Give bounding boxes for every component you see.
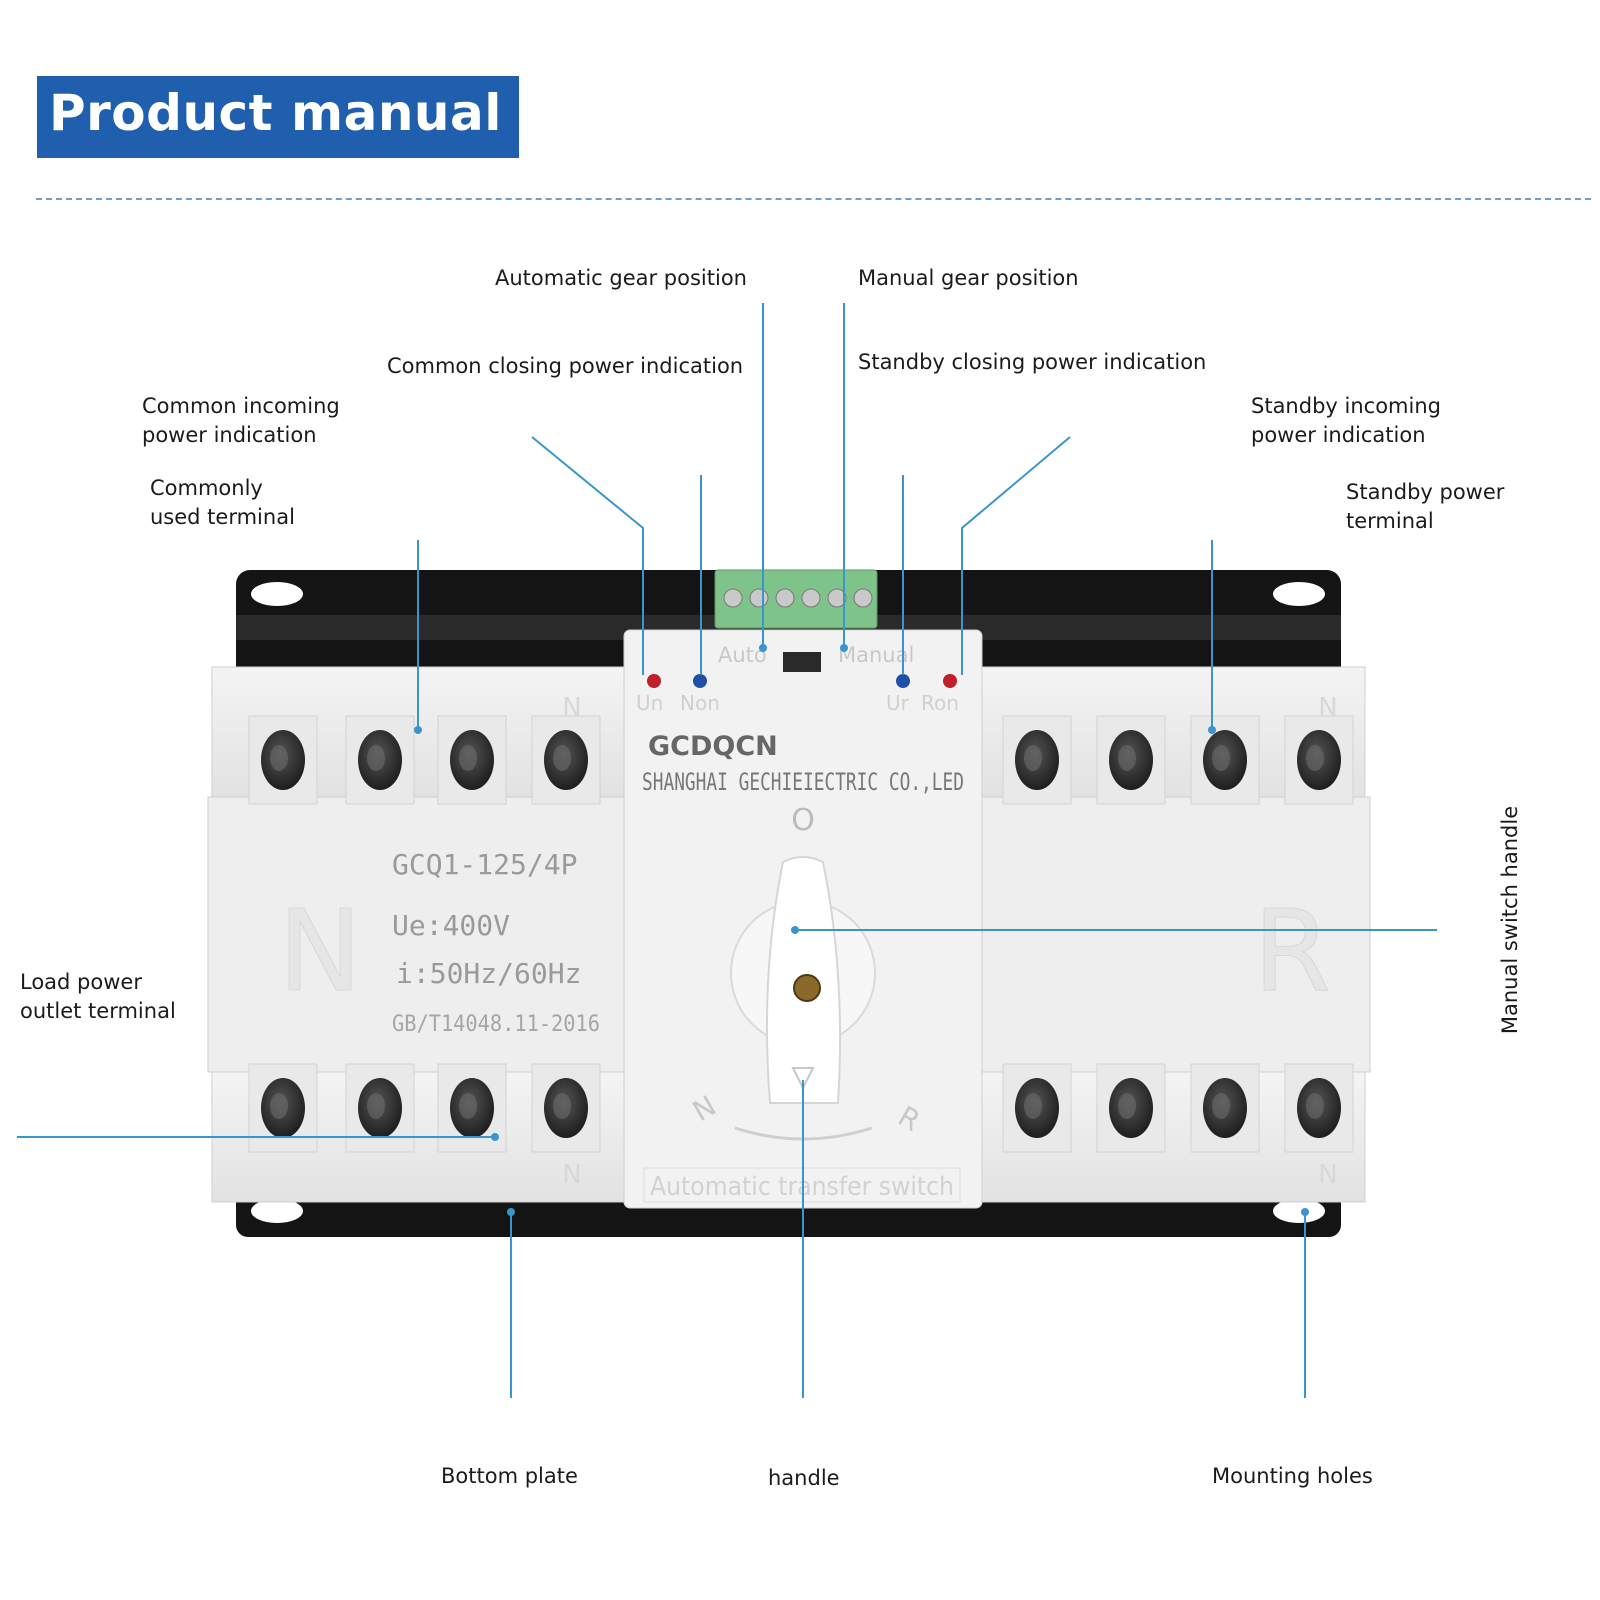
control-terminal-screw-5 (827, 588, 847, 608)
pole-n-bottom-left: N (562, 1160, 581, 1190)
n-bottom-terminal-4 (531, 1063, 601, 1153)
led-ur (896, 674, 910, 688)
n-bottom-terminal-2 (345, 1063, 415, 1153)
callout-leaders (17, 303, 1437, 1398)
mode-manual-text: Manual (838, 643, 914, 667)
r-top-terminal-2 (1096, 715, 1166, 805)
page-title: Product manual (49, 84, 502, 142)
n-bottom-terminal-1 (248, 1063, 318, 1153)
frequency-text: i:50Hz/60Hz (396, 957, 581, 990)
r-top-terminal-1 (1002, 715, 1072, 805)
pole-n-top-left: N (562, 693, 581, 723)
r-bottom-terminal-1 (1002, 1063, 1072, 1153)
r-bottom-terminal-3 (1190, 1063, 1260, 1153)
manual-switch-handle[interactable] (730, 856, 876, 1104)
r-top-terminal-3 (1190, 715, 1260, 805)
label-manual-gear-position: Manual gear position (858, 266, 1079, 290)
label-standby-power-terminal: Standby power terminal (1346, 480, 1505, 533)
control-terminal-screw-2 (749, 588, 769, 608)
pole-n-top-right: N (1318, 693, 1337, 723)
handle-screw (793, 974, 821, 1002)
led-un (647, 674, 661, 688)
label-common-closing-indication: Common closing power indication (387, 354, 744, 378)
brand-text: GCDQCN (648, 731, 778, 762)
label-standby-incoming-indication: Standby incoming power indication (1251, 394, 1441, 447)
callout-dots (414, 644, 1309, 1216)
mode-selector-switch[interactable] (783, 652, 821, 672)
control-terminal-screw-1 (723, 588, 743, 608)
control-terminal-block (714, 569, 878, 629)
mode-auto-text: Auto (718, 643, 767, 667)
ind-non-text: Non (680, 691, 720, 715)
title-banner: Product manual (37, 76, 519, 158)
module-r (979, 666, 1371, 1203)
led-non (693, 674, 707, 688)
label-handle: handle (768, 1466, 840, 1490)
r-bottom-terminal-2 (1096, 1063, 1166, 1153)
arrow-down-icon (791, 1067, 815, 1091)
label-automatic-gear-position: Automatic gear position (495, 266, 747, 290)
n-top-terminal-4 (531, 715, 601, 805)
label-load-power-outlet: Load power outlet terminal (20, 970, 176, 1023)
label-mounting-holes: Mounting holes (1212, 1464, 1373, 1488)
led-ron (943, 674, 957, 688)
ind-un-text: Un (636, 691, 663, 715)
model-text: GCQ1-125/4P (392, 848, 577, 881)
r-top-terminal-4 (1284, 715, 1354, 805)
ind-ur-text: Ur (886, 691, 910, 715)
control-terminal-screw-6 (853, 588, 873, 608)
standard-text: GB/T14048.11-2016 (392, 1012, 600, 1037)
label-commonly-used-terminal: Commonly used terminal (150, 476, 295, 529)
r-bottom-terminal-4 (1284, 1063, 1354, 1153)
control-terminal-screw-3 (775, 588, 795, 608)
label-common-incoming-indication: Common incoming power indication (142, 394, 340, 447)
ind-ron-text: Ron (921, 691, 959, 715)
voltage-text: Ue:400V (392, 909, 510, 942)
side-r-letter: R (1253, 887, 1331, 1017)
n-top-terminal-1 (248, 715, 318, 805)
mounting-holes (251, 582, 1325, 1223)
pole-n-bottom-right: N (1318, 1160, 1337, 1190)
n-top-terminal-2 (345, 715, 415, 805)
n-top-terminal-3 (437, 715, 507, 805)
label-bottom-plate: Bottom plate (441, 1464, 578, 1488)
control-terminal-screw-4 (801, 588, 821, 608)
side-n-letter: N (278, 887, 362, 1017)
dashed-divider (36, 198, 1591, 200)
module-n (207, 666, 631, 1203)
position-zero-text: O (791, 803, 815, 838)
company-text: SHANGHAI GECHIEIECTRIC CO.,LED (642, 768, 964, 796)
label-standby-closing-indication: Standby closing power indication (858, 350, 1207, 374)
